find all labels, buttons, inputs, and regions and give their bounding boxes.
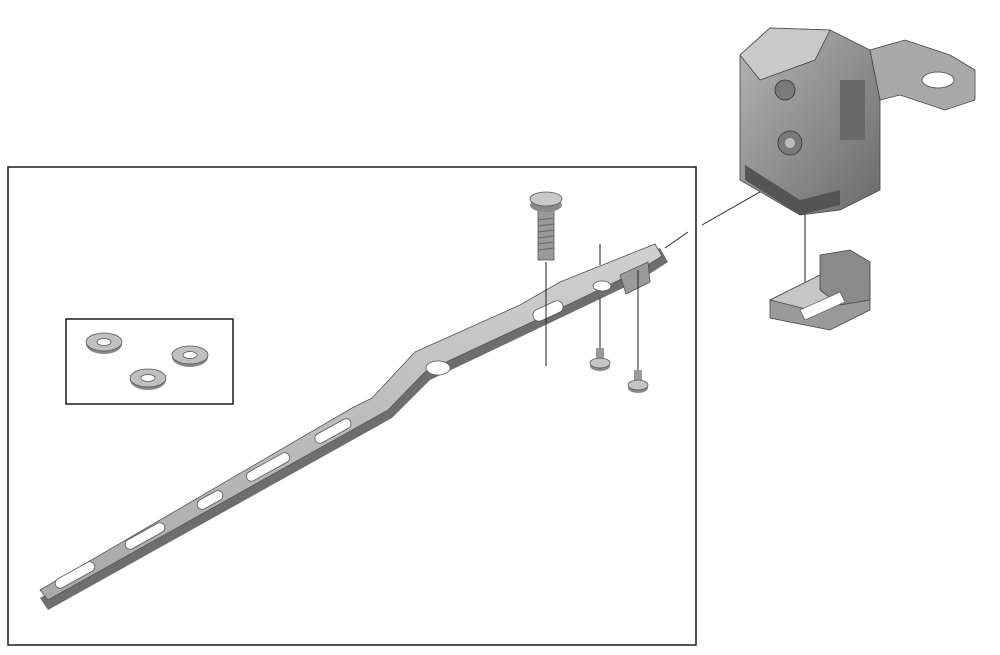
small-screw-2 [627,370,649,393]
mechanism-body [739,27,976,216]
leader-line [664,231,689,249]
washer-3 [129,368,167,390]
bolt [529,191,563,261]
detail-frame [7,166,697,646]
clip-part [768,249,872,331]
washer-1 [85,332,123,354]
washer-inset-frame [65,318,234,405]
washer-2 [171,345,209,367]
small-screw-1 [589,348,611,371]
mounting-strap [39,243,668,610]
